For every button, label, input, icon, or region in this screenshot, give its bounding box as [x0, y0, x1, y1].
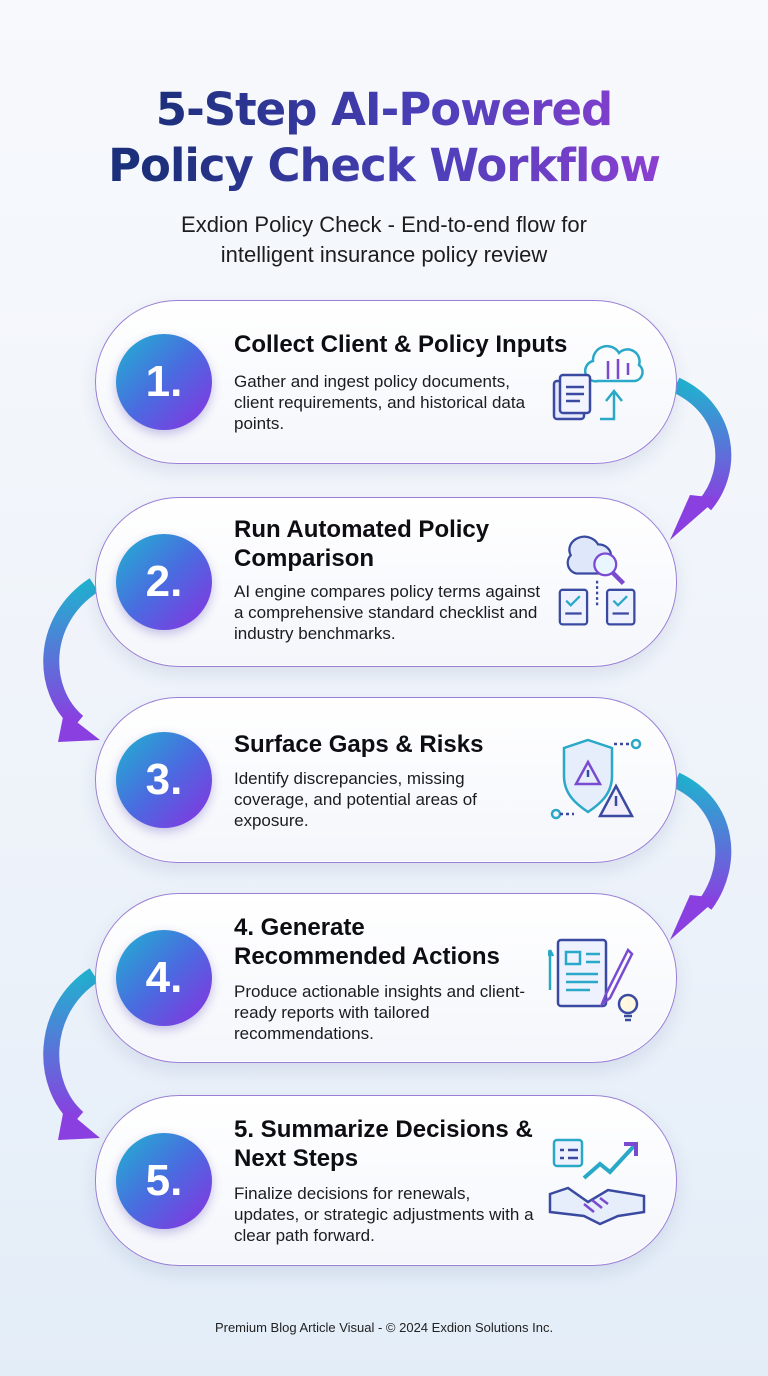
- arrowhead-3: [670, 895, 718, 940]
- arrowhead-4: [58, 1108, 100, 1140]
- handshake-growth-icon: [548, 1138, 646, 1226]
- step-number-badge: 5.: [116, 1133, 212, 1229]
- arrow-3-to-4: [672, 772, 732, 910]
- step-title: 4. Generate Recommended Actions: [234, 914, 500, 970]
- step-card-1: 1. Collect Client & Policy Inputs Gather…: [95, 300, 677, 464]
- step-title: 5. Summarize Decisions & Next Steps: [234, 1116, 533, 1172]
- step-description: Produce actionable insights and client-r…: [234, 982, 526, 1043]
- step-card-4: 4. 4. Generate Recommended Actions Produ…: [95, 893, 677, 1063]
- step-description: Gather and ingest policy documents, clie…: [234, 372, 526, 433]
- step-card-2: 2. Run Automated Policy Comparison AI en…: [95, 497, 677, 667]
- report-pen-lightbulb-icon: [548, 938, 639, 1022]
- subtitle-line-1: Exdion Policy Check - End-to-end flow fo…: [181, 212, 587, 237]
- step-number-badge: 3.: [116, 732, 212, 828]
- brain-magnifier-checklist-icon: [558, 535, 636, 626]
- arrowhead-2: [58, 712, 100, 742]
- step-description: Identify discrepancies, missing coverage…: [234, 769, 477, 830]
- step-title: Run Automated Policy Comparison: [234, 516, 490, 572]
- step-card-5: 5. 5. Summarize Decisions & Next Steps F…: [95, 1095, 677, 1266]
- step-description: AI engine compares policy terms against …: [234, 582, 541, 643]
- subtitle-line-2: intelligent insurance policy review: [220, 242, 548, 267]
- step-number-badge: 4.: [116, 930, 212, 1026]
- step-number-badge: 1.: [116, 334, 212, 430]
- shield-warning-icon: [550, 738, 642, 820]
- step-card-3: 3. Surface Gaps & Risks Identify discrep…: [95, 697, 677, 863]
- arrow-2-to-3: [43, 578, 99, 729]
- step-title: Collect Client & Policy Inputs: [234, 331, 568, 358]
- arrow-1-to-2: [672, 377, 732, 511]
- step-number-badge: 2.: [116, 534, 212, 630]
- step-title: Surface Gaps & Risks: [234, 731, 484, 758]
- step-description: Finalize decisions for renewals, updates…: [234, 1184, 534, 1245]
- arrow-4-to-5: [43, 968, 99, 1125]
- arrowhead-1: [670, 495, 718, 540]
- subtitle: Exdion Policy Check - End-to-end flow fo…: [0, 210, 768, 270]
- cloud-documents-upload-icon: [552, 344, 644, 421]
- footer-credit: Premium Blog Article Visual - © 2024 Exd…: [214, 1320, 554, 1335]
